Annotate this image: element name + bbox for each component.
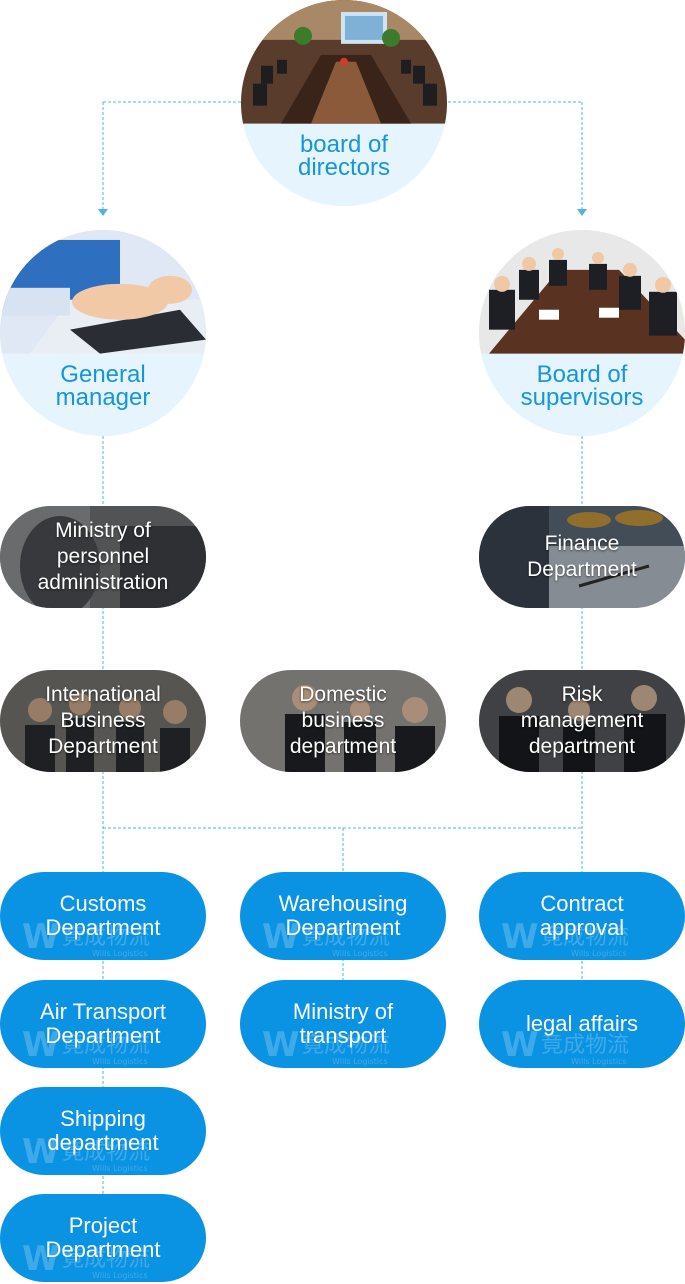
svg-text:竟成物流: 竟成物流	[62, 925, 150, 950]
svg-text:竟成物流: 竟成物流	[541, 925, 629, 950]
contract-approval-node: W 竟成物流 Wills Logistics Contract approval	[479, 872, 685, 960]
svg-text:Wills Logistics: Wills Logistics	[92, 1164, 148, 1173]
wills-logo-icon: W 竟成物流 Wills Logistics	[262, 918, 390, 958]
personnel-administration-label: Ministry of personnel administration	[37, 519, 169, 594]
svg-text:竟成物流: 竟成物流	[302, 1033, 390, 1058]
shipping-department-label: Shipping department	[47, 1106, 159, 1155]
customs-department-node: W 竟成物流 Wills Logistics Customs Departmen…	[0, 872, 206, 960]
wills-logo-icon: W 竟成物流 Wills Logistics	[22, 1240, 150, 1280]
team-photo	[0, 670, 206, 772]
wills-logo-icon: W 竟成物流 Wills Logistics	[22, 918, 150, 958]
personnel-administration-node: Ministry of personnel administration	[0, 506, 206, 608]
svg-text:W: W	[22, 1026, 60, 1065]
board-of-directors-node: board of directors	[241, 0, 447, 206]
risk-management-label: Risk management department	[520, 683, 644, 758]
project-department-node: W 竟成物流 Wills Logistics Project Departmen…	[0, 1194, 206, 1282]
svg-text:Wills Logistics: Wills Logistics	[92, 1271, 148, 1280]
svg-text:W: W	[22, 918, 60, 957]
general-manager-node: General manager	[0, 230, 206, 436]
svg-text:Wills Logistics: Wills Logistics	[571, 1057, 627, 1066]
wills-logo-icon: W 竟成物流 Wills Logistics	[501, 1026, 629, 1066]
svg-text:W: W	[501, 918, 539, 957]
wills-logo-icon: W 竟成物流 Wills Logistics	[501, 918, 629, 958]
warehousing-department-label: Warehousing Department	[278, 891, 408, 940]
business-people-photo	[240, 670, 446, 772]
svg-text:竟成物流: 竟成物流	[62, 1140, 150, 1165]
general-manager-label: General manager	[55, 360, 151, 411]
svg-text:Wills Logistics: Wills Logistics	[92, 949, 148, 958]
arrow-down-icon	[577, 209, 587, 216]
ministry-of-transport-node: W 竟成物流 Wills Logistics Ministry of trans…	[240, 980, 446, 1068]
project-department-label: Project Department	[45, 1213, 161, 1262]
svg-text:W: W	[501, 1026, 539, 1065]
domestic-business-node: Domestic business department	[240, 670, 446, 772]
arrow-down-icon	[98, 209, 108, 216]
svg-text:竟成物流: 竟成物流	[62, 1247, 150, 1272]
svg-text:竟成物流: 竟成物流	[302, 925, 390, 950]
typing-photo	[0, 230, 206, 354]
air-transport-department-node: W 竟成物流 Wills Logistics Air Transport Dep…	[0, 980, 206, 1068]
contract-approval-label: Contract approval	[539, 891, 625, 940]
international-business-node: International Business Department	[0, 670, 206, 772]
warehousing-department-node: W 竟成物流 Wills Logistics Warehousing Depar…	[240, 872, 446, 960]
board-of-supervisors-node: Board of supervisors	[479, 230, 685, 436]
finance-photo	[479, 506, 685, 608]
legal-affairs-label: legal affairs	[525, 1011, 639, 1036]
svg-text:竟成物流: 竟成物流	[62, 1033, 150, 1058]
svg-text:Wills Logistics: Wills Logistics	[92, 1057, 148, 1066]
domestic-business-label: Domestic business department	[289, 683, 397, 758]
svg-text:W: W	[22, 1240, 60, 1279]
finance-department-node: Finance Department	[479, 506, 685, 608]
svg-text:W: W	[262, 918, 300, 957]
svg-text:W: W	[262, 1026, 300, 1065]
air-transport-department-label: Air Transport Department	[40, 999, 166, 1048]
wills-logo-icon: W 竟成物流 Wills Logistics	[22, 1026, 150, 1066]
customs-department-label: Customs Department	[45, 891, 161, 940]
ministry-of-transport-label: Ministry of transport	[292, 999, 394, 1048]
risk-management-node: Risk management department	[479, 670, 685, 772]
international-business-label: International Business Department	[45, 683, 161, 758]
svg-text:W: W	[22, 1133, 60, 1172]
colleagues-photo	[479, 670, 685, 772]
shipping-department-node: W 竟成物流 Wills Logistics Shipping departme…	[0, 1087, 206, 1175]
board-of-supervisors-label: Board of supervisors	[520, 360, 644, 411]
svg-text:Wills Logistics: Wills Logistics	[332, 949, 388, 958]
boardroom-photo	[241, 0, 447, 124]
wills-logo-icon: W 竟成物流 Wills Logistics	[22, 1133, 150, 1173]
legal-affairs-node: W 竟成物流 Wills Logistics legal affairs	[479, 980, 685, 1068]
board-of-directors-label: board of directors	[297, 130, 391, 181]
svg-text:Wills Logistics: Wills Logistics	[332, 1057, 388, 1066]
office-photo	[0, 506, 206, 608]
svg-text:Wills Logistics: Wills Logistics	[571, 949, 627, 958]
meeting-photo	[479, 230, 685, 354]
svg-text:竟成物流: 竟成物流	[541, 1033, 629, 1058]
finance-department-label: Finance Department	[527, 532, 637, 581]
wills-logo-icon: W 竟成物流 Wills Logistics	[262, 1026, 390, 1066]
